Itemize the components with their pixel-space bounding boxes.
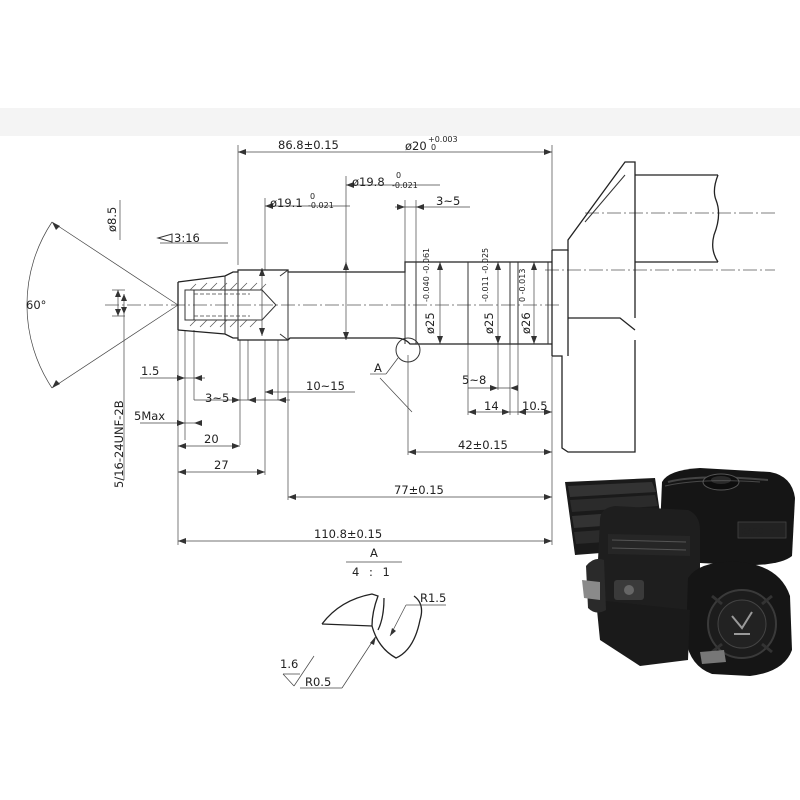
dim-phi20-tol-up: +0.003 bbox=[428, 135, 458, 144]
dim-phi19-1-tol-lo: -0.021 bbox=[308, 201, 334, 210]
dim-taper: 3:16 bbox=[174, 231, 200, 245]
dim-3-5-low: 3~5 bbox=[205, 391, 229, 405]
dim-10-15: 10~15 bbox=[306, 379, 345, 393]
dim-phi26: ø26 bbox=[519, 312, 533, 334]
dim-27: 27 bbox=[214, 458, 229, 472]
dim-5max: 5Max bbox=[134, 409, 165, 423]
dim-phi19-8-tol-up: 0 bbox=[396, 171, 401, 180]
detail-radius-r1-5: R1.5 bbox=[420, 591, 446, 605]
dim-1-5: 1.5 bbox=[141, 364, 159, 378]
dim-3-5-top: 3~5 bbox=[436, 194, 460, 208]
dim-10-5: 10.5 bbox=[522, 399, 548, 413]
shaft-outline bbox=[177, 161, 720, 453]
detail-label: A bbox=[370, 546, 378, 560]
dimension-lines bbox=[26, 149, 552, 544]
detail-scale: 4 : 1 bbox=[352, 565, 393, 579]
header-band bbox=[0, 108, 800, 136]
dim-phi25-b: ø25 bbox=[482, 312, 496, 334]
detail-view-a: A 4 : 1 R1.5 R0.5 1.6 bbox=[280, 546, 446, 689]
dim-86-8: 86.8±0.15 bbox=[278, 138, 339, 152]
detail-roughness: 1.6 bbox=[280, 657, 298, 671]
dim-phi20: ø20 bbox=[405, 139, 427, 153]
dim-77: 77±0.15 bbox=[394, 483, 444, 497]
dim-20: 20 bbox=[204, 432, 219, 446]
dim-phi19-8: ø19.8 bbox=[352, 175, 385, 189]
dim-phi25-a-tol: -0.040 -0.061 bbox=[422, 248, 431, 302]
dim-42: 42±0.15 bbox=[458, 438, 508, 452]
dim-phi25-b-tol: -0.011 -0.025 bbox=[481, 248, 490, 302]
dim-phi8-5: ø8.5 bbox=[105, 207, 119, 232]
center-lines bbox=[105, 212, 775, 306]
hatching bbox=[189, 282, 267, 328]
dim-angle-60: 60° bbox=[26, 298, 46, 312]
engine-photo: GASOLINE bbox=[565, 468, 795, 676]
dim-phi19-8-tol-lo: -0.021 bbox=[392, 181, 418, 190]
dim-110-8: 110.8±0.15 bbox=[314, 527, 382, 541]
dim-phi19-1: ø19.1 bbox=[270, 196, 303, 210]
dim-5-8: 5~8 bbox=[462, 373, 486, 387]
dim-phi25-a: ø25 bbox=[423, 312, 437, 334]
dim-phi26-tol: 0 -0.013 bbox=[518, 269, 527, 302]
detail-radius-r0-5: R0.5 bbox=[305, 675, 331, 689]
dim-phi20-tol-lo: 0 bbox=[431, 143, 436, 152]
dimension-labels: 86.8±0.15 ø20 +0.003 0 ø19.8 0 -0.021 ø1… bbox=[26, 135, 548, 541]
taper-symbol bbox=[156, 233, 173, 243]
engine-brand-label: GASOLINE bbox=[741, 527, 782, 536]
detail-a-callout: A bbox=[374, 361, 382, 375]
thread-spec: 5/16-24UNF-2B bbox=[112, 400, 126, 488]
dim-14: 14 bbox=[484, 399, 499, 413]
dim-phi19-1-tol-up: 0 bbox=[310, 192, 315, 201]
